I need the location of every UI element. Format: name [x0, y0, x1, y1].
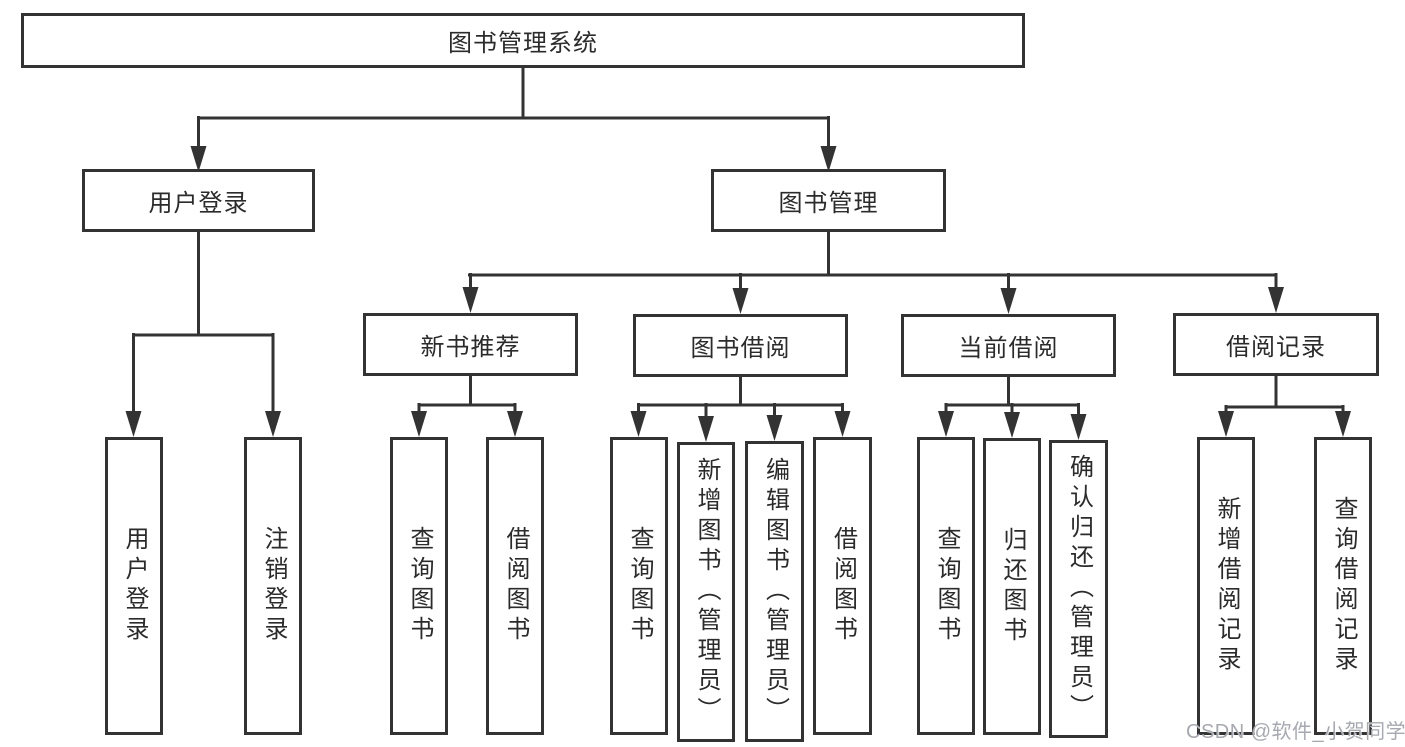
leaf-confirm-return-admin: 确认归还（管理员）	[1049, 440, 1108, 738]
node-label: 查询图书	[406, 526, 433, 646]
leaf-add-book-admin: 新增图书（管理员）	[677, 442, 735, 742]
node-label: 借阅图书	[502, 526, 529, 646]
node-label: 当前借阅	[958, 335, 1059, 362]
node-label: 新增借阅记录	[1213, 496, 1240, 676]
leaf-query-books-recommend: 查询图书	[390, 437, 448, 735]
leaf-query-borrow-record: 查询借阅记录	[1314, 437, 1372, 735]
leaf-edit-book-admin: 编辑图书（管理员）	[745, 441, 804, 742]
node-label: 注销登录	[260, 526, 287, 646]
node-label: 编辑图书（管理员）	[761, 456, 789, 727]
node-label: 图书管理系统	[448, 30, 598, 57]
node-label: 查询图书	[933, 526, 960, 646]
leaf-borrow-books: 借阅图书	[813, 437, 872, 735]
node-label: 新书推荐	[420, 334, 521, 361]
node-library-management-system: 图书管理系统	[21, 13, 1025, 68]
leaf-user-login: 用户登录	[105, 437, 163, 735]
node-label: 图书管理	[778, 190, 879, 217]
node-book-borrow: 图书借阅	[633, 314, 848, 377]
node-new-book-recommend: 新书推荐	[363, 313, 578, 376]
node-label: 确认归还（管理员）	[1065, 454, 1093, 724]
node-label: 查询借阅记录	[1330, 496, 1357, 676]
node-current-borrow: 当前借阅	[901, 314, 1116, 377]
node-label: 查询图书	[626, 526, 653, 646]
node-label: 借阅记录	[1226, 334, 1326, 361]
node-user-login: 用户登录	[82, 169, 315, 232]
leaf-query-books-current: 查询图书	[917, 437, 975, 735]
node-label: 归还图书	[999, 526, 1026, 647]
watermark: CSDN @软件_小贺同学	[1186, 721, 1405, 743]
leaf-query-books-borrow: 查询图书	[610, 437, 668, 735]
node-book-management: 图书管理	[711, 169, 946, 232]
leaf-return-book: 归还图书	[983, 438, 1041, 735]
node-label: 新增图书（管理员）	[693, 457, 720, 727]
node-label: 用户登录	[148, 190, 249, 217]
leaf-add-borrow-record: 新增借阅记录	[1197, 437, 1255, 735]
node-label: 借阅图书	[829, 526, 857, 646]
leaf-logout: 注销登录	[244, 437, 302, 735]
node-label: 图书借阅	[690, 335, 791, 362]
node-borrow-records: 借阅记录	[1173, 313, 1379, 376]
leaf-borrow-books-recommend: 借阅图书	[486, 437, 544, 735]
node-label: 用户登录	[121, 526, 148, 646]
